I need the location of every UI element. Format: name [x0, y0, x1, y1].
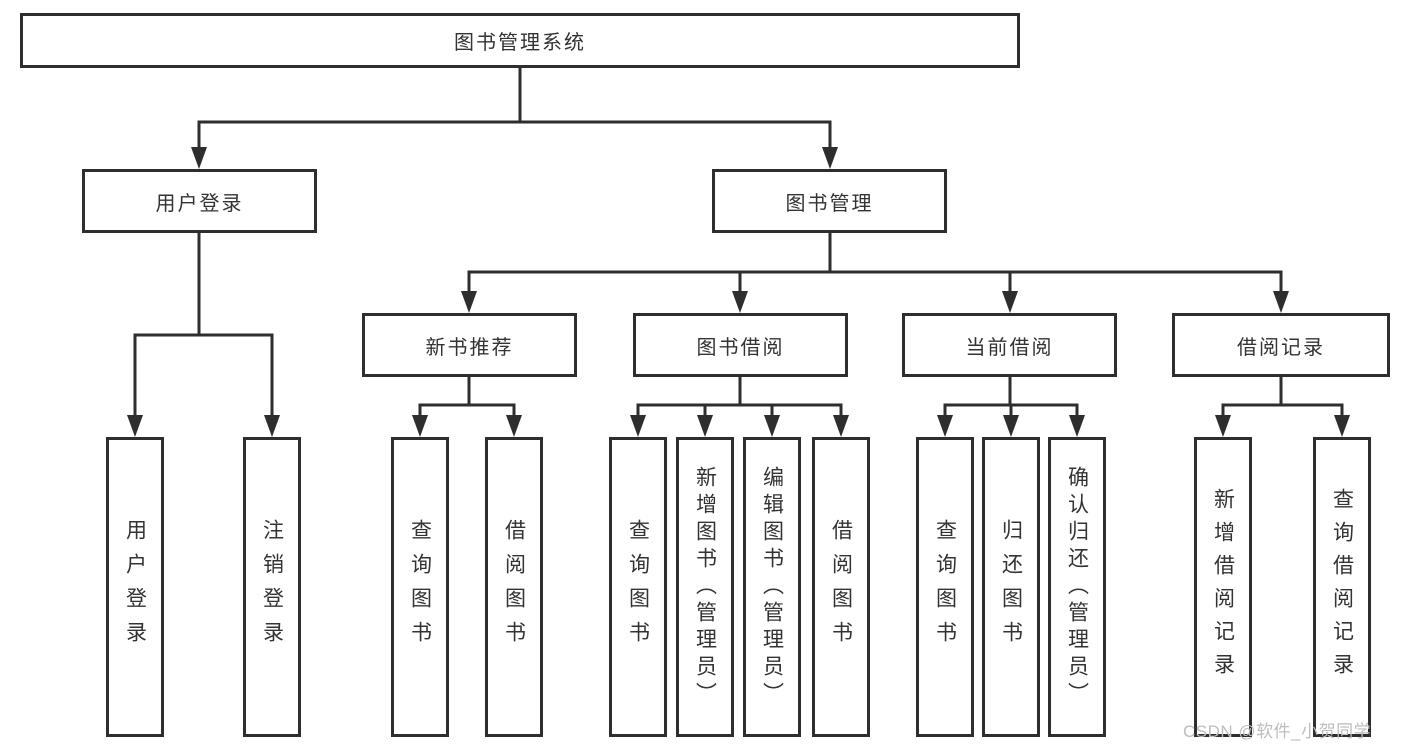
- leaf-query-book-3: 查询图书: [916, 437, 974, 737]
- leaf-add-book-admin: 新增图书（管理员）: [676, 437, 734, 737]
- leaf-borrow-book-1: 借阅图书: [485, 437, 543, 737]
- leaf-user-login: 用户登录: [106, 437, 164, 737]
- leaf-confirm-return-admin: 确认归还（管理员）: [1048, 437, 1106, 737]
- leaf-query-book-2: 查询图书: [609, 437, 667, 737]
- leaf-return-book: 归还图书: [982, 437, 1040, 737]
- node-borrow-records: 借阅记录: [1172, 313, 1390, 377]
- node-library-management-system: 图书管理系统: [20, 13, 1020, 68]
- leaf-borrow-book-2: 借阅图书: [812, 437, 870, 737]
- leaf-logout-login: 注销登录: [243, 437, 301, 737]
- node-user-login: 用户登录: [82, 169, 317, 233]
- leaf-add-borrow-record: 新增借阅记录: [1194, 437, 1252, 737]
- leaf-query-borrow-record: 查询借阅记录: [1313, 437, 1371, 737]
- node-current-borrow: 当前借阅: [902, 313, 1117, 377]
- leaf-edit-book-admin: 编辑图书（管理员）: [743, 437, 801, 737]
- arrowheads: [127, 147, 1350, 437]
- node-book-management: 图书管理: [712, 169, 947, 233]
- leaf-query-book-1: 查询图书: [391, 437, 449, 737]
- node-new-book-recommend: 新书推荐: [362, 313, 577, 377]
- watermark: CSDN @软件_小贺同学: [1183, 722, 1372, 741]
- node-book-borrow: 图书借阅: [633, 313, 848, 377]
